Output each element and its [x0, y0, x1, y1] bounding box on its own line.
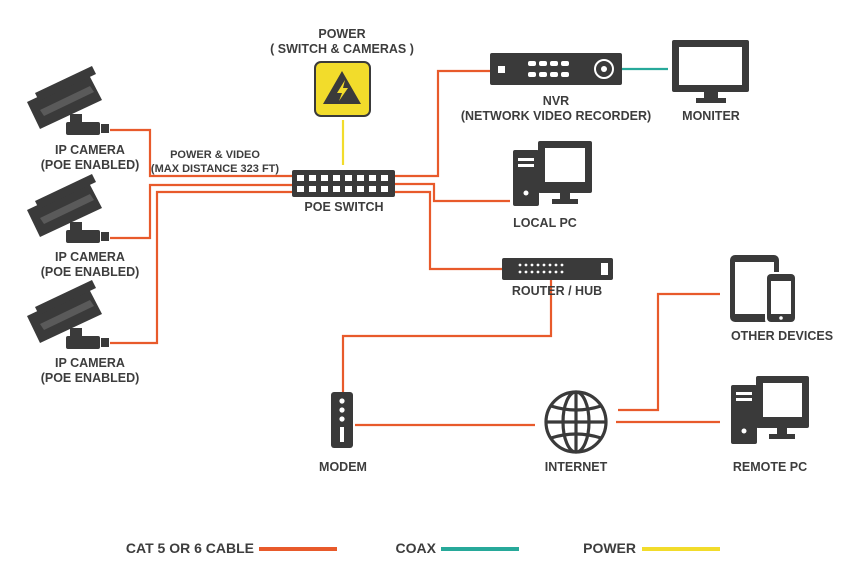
- camera-icon: [27, 280, 109, 349]
- power-title: POWER: [318, 27, 366, 41]
- camera-2-sub: (POE ENABLED): [40, 265, 140, 279]
- modem-icon: [331, 392, 353, 448]
- nvr-label: NVR: [542, 94, 570, 108]
- camera-1-sub: (POE ENABLED): [40, 158, 140, 172]
- legend-label-power: POWER: [583, 540, 636, 556]
- cable-camera3-switch: [110, 190, 293, 345]
- cable-switch-nvr: [395, 69, 490, 178]
- monitor-icon: [672, 40, 749, 103]
- power-video-label: POWER & VIDEO: [170, 149, 260, 161]
- cable-switch-localpc: [395, 182, 510, 203]
- poe-switch-label: POE SWITCH: [304, 200, 384, 214]
- remote-pc-label: REMOTE PC: [732, 460, 808, 474]
- camera-icon: [27, 66, 109, 135]
- local-pc-label: LOCAL PC: [513, 216, 577, 230]
- camera-3-name: IP CAMERA: [55, 356, 125, 370]
- cat-cables: [110, 69, 720, 427]
- camera-2-name: IP CAMERA: [55, 250, 125, 264]
- modem-label: MODEM: [319, 460, 367, 474]
- cable-camera1-switch: [110, 128, 293, 178]
- camera-3-sub: (POE ENABLED): [40, 371, 140, 385]
- power-subtitle: ( SWITCH & CAMERAS ): [270, 42, 414, 56]
- tablet-phone-icon: [730, 255, 797, 324]
- router-label: ROUTER / HUB: [511, 284, 603, 298]
- cable-switch-router: [395, 190, 503, 271]
- router-icon: [502, 258, 613, 280]
- cable-camera2-switch: [110, 183, 293, 240]
- internet-label: INTERNET: [544, 460, 608, 474]
- other-devices-label: OTHER DEVICES: [730, 329, 834, 343]
- max-distance-label: (MAX DISTANCE 323 FT): [150, 163, 280, 175]
- legend-label-cat: CAT 5 OR 6 CABLE: [125, 540, 254, 556]
- camera-icon: [27, 174, 109, 243]
- cable-router-modem: [341, 280, 553, 392]
- desktop-pc-icon: [513, 141, 592, 206]
- nvr-sub-label: (NETWORK VIDEO RECORDER): [460, 109, 652, 123]
- monitor-label: MONITER: [682, 109, 740, 123]
- globe-icon: [544, 390, 608, 454]
- cable-internet-otherdevices: [618, 292, 720, 412]
- switch-icon: [292, 170, 395, 197]
- camera-1-name: IP CAMERA: [55, 143, 125, 157]
- power-warning-icon: [314, 61, 371, 117]
- desktop-pc-icon: [731, 376, 809, 444]
- nvr-icon: [490, 53, 622, 85]
- legend-label-coax: COAX: [395, 540, 436, 556]
